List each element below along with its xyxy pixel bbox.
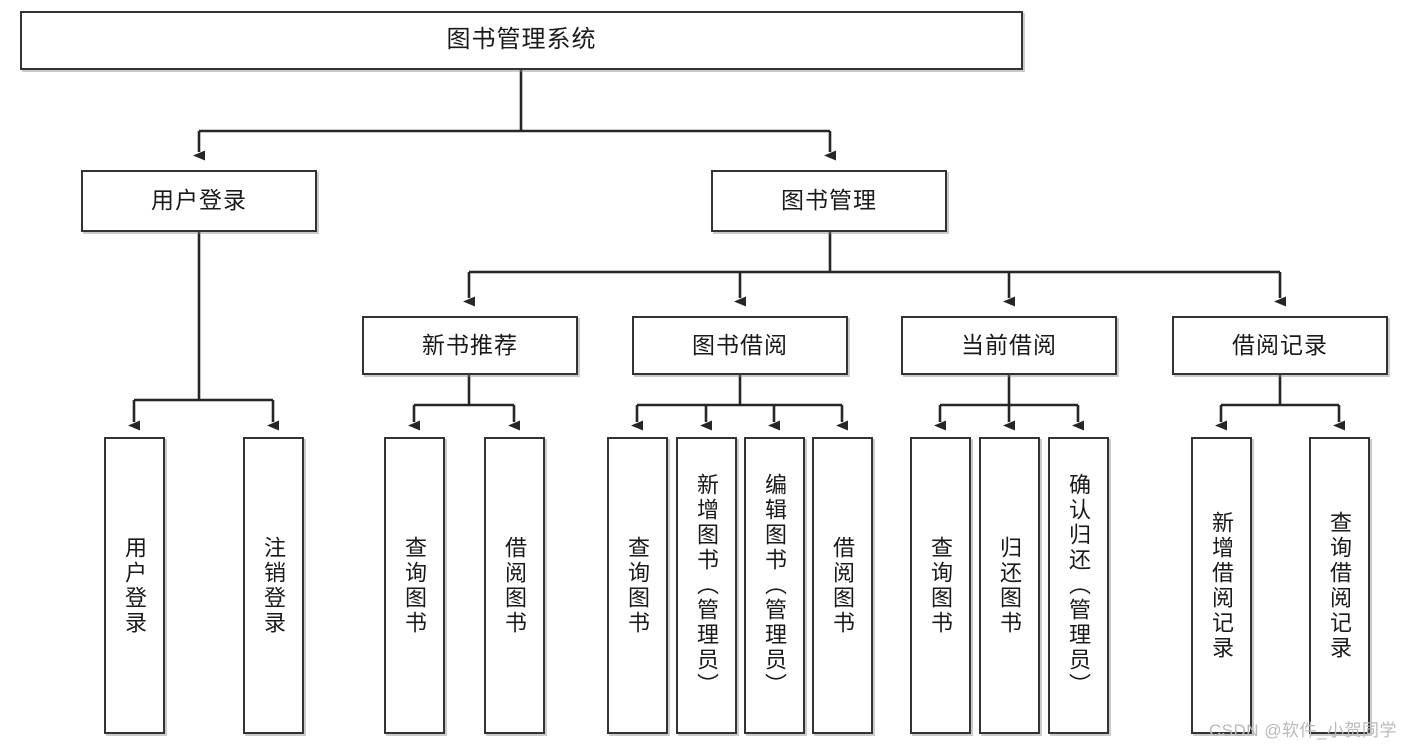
node-book-management[interactable]: 图书管理 [711,170,947,232]
leaf-label: 查询借阅记录 [1327,510,1353,661]
leaf-borrow-edit-book[interactable]: 编辑图书（管理员） [744,437,805,734]
node-user-login[interactable]: 用户登录 [81,170,317,232]
leaf-label: 查询图书 [402,535,428,636]
node-book-borrow-label: 图书借阅 [692,331,788,358]
node-root-label: 图书管理系统 [446,26,597,54]
leaf-label: 归还图书 [997,535,1023,636]
node-root[interactable]: 图书管理系统 [20,11,1023,70]
node-borrow-record[interactable]: 借阅记录 [1172,316,1388,375]
leaf-current-return-book[interactable]: 归还图书 [979,437,1040,734]
leaf-borrow-borrow-book[interactable]: 借阅图书 [812,437,873,734]
leaf-newbook-borrow-book[interactable]: 借阅图书 [484,437,545,734]
leaf-label: 新增借阅记录 [1209,510,1235,661]
node-new-book-recommend[interactable]: 新书推荐 [362,316,578,375]
leaf-user-login-logout[interactable]: 注销登录 [243,437,304,734]
node-new-book-recommend-label: 新书推荐 [422,331,518,358]
leaf-record-add-record[interactable]: 新增借阅记录 [1191,437,1252,734]
node-book-management-label: 图书管理 [781,187,877,214]
node-current-borrow[interactable]: 当前借阅 [901,316,1117,375]
leaf-label: 编辑图书（管理员） [762,473,788,698]
node-borrow-record-label: 借阅记录 [1232,331,1328,358]
node-current-borrow-label: 当前借阅 [961,331,1057,358]
leaf-newbook-query-book[interactable]: 查询图书 [384,437,445,734]
leaf-label: 新增图书（管理员） [694,473,720,698]
leaf-label: 用户登录 [122,535,148,636]
node-user-login-label: 用户登录 [151,187,247,214]
leaf-label: 查询图书 [625,535,651,636]
watermark: CSDN @软件_小贺同学 [1208,721,1397,740]
leaf-borrow-query-book[interactable]: 查询图书 [607,437,668,734]
leaf-current-confirm-return[interactable]: 确认归还（管理员） [1048,437,1109,734]
leaf-label: 注销登录 [261,535,287,636]
leaf-borrow-add-book[interactable]: 新增图书（管理员） [676,437,737,734]
leaf-label: 借阅图书 [502,535,528,636]
leaf-user-login-login[interactable]: 用户登录 [104,437,165,734]
leaf-current-query-book[interactable]: 查询图书 [910,437,971,734]
leaf-record-query-record[interactable]: 查询借阅记录 [1309,437,1370,734]
leaf-label: 确认归还（管理员） [1066,473,1092,698]
leaf-label: 借阅图书 [830,535,856,636]
node-book-borrow[interactable]: 图书借阅 [632,316,848,375]
leaf-label: 查询图书 [928,535,954,636]
